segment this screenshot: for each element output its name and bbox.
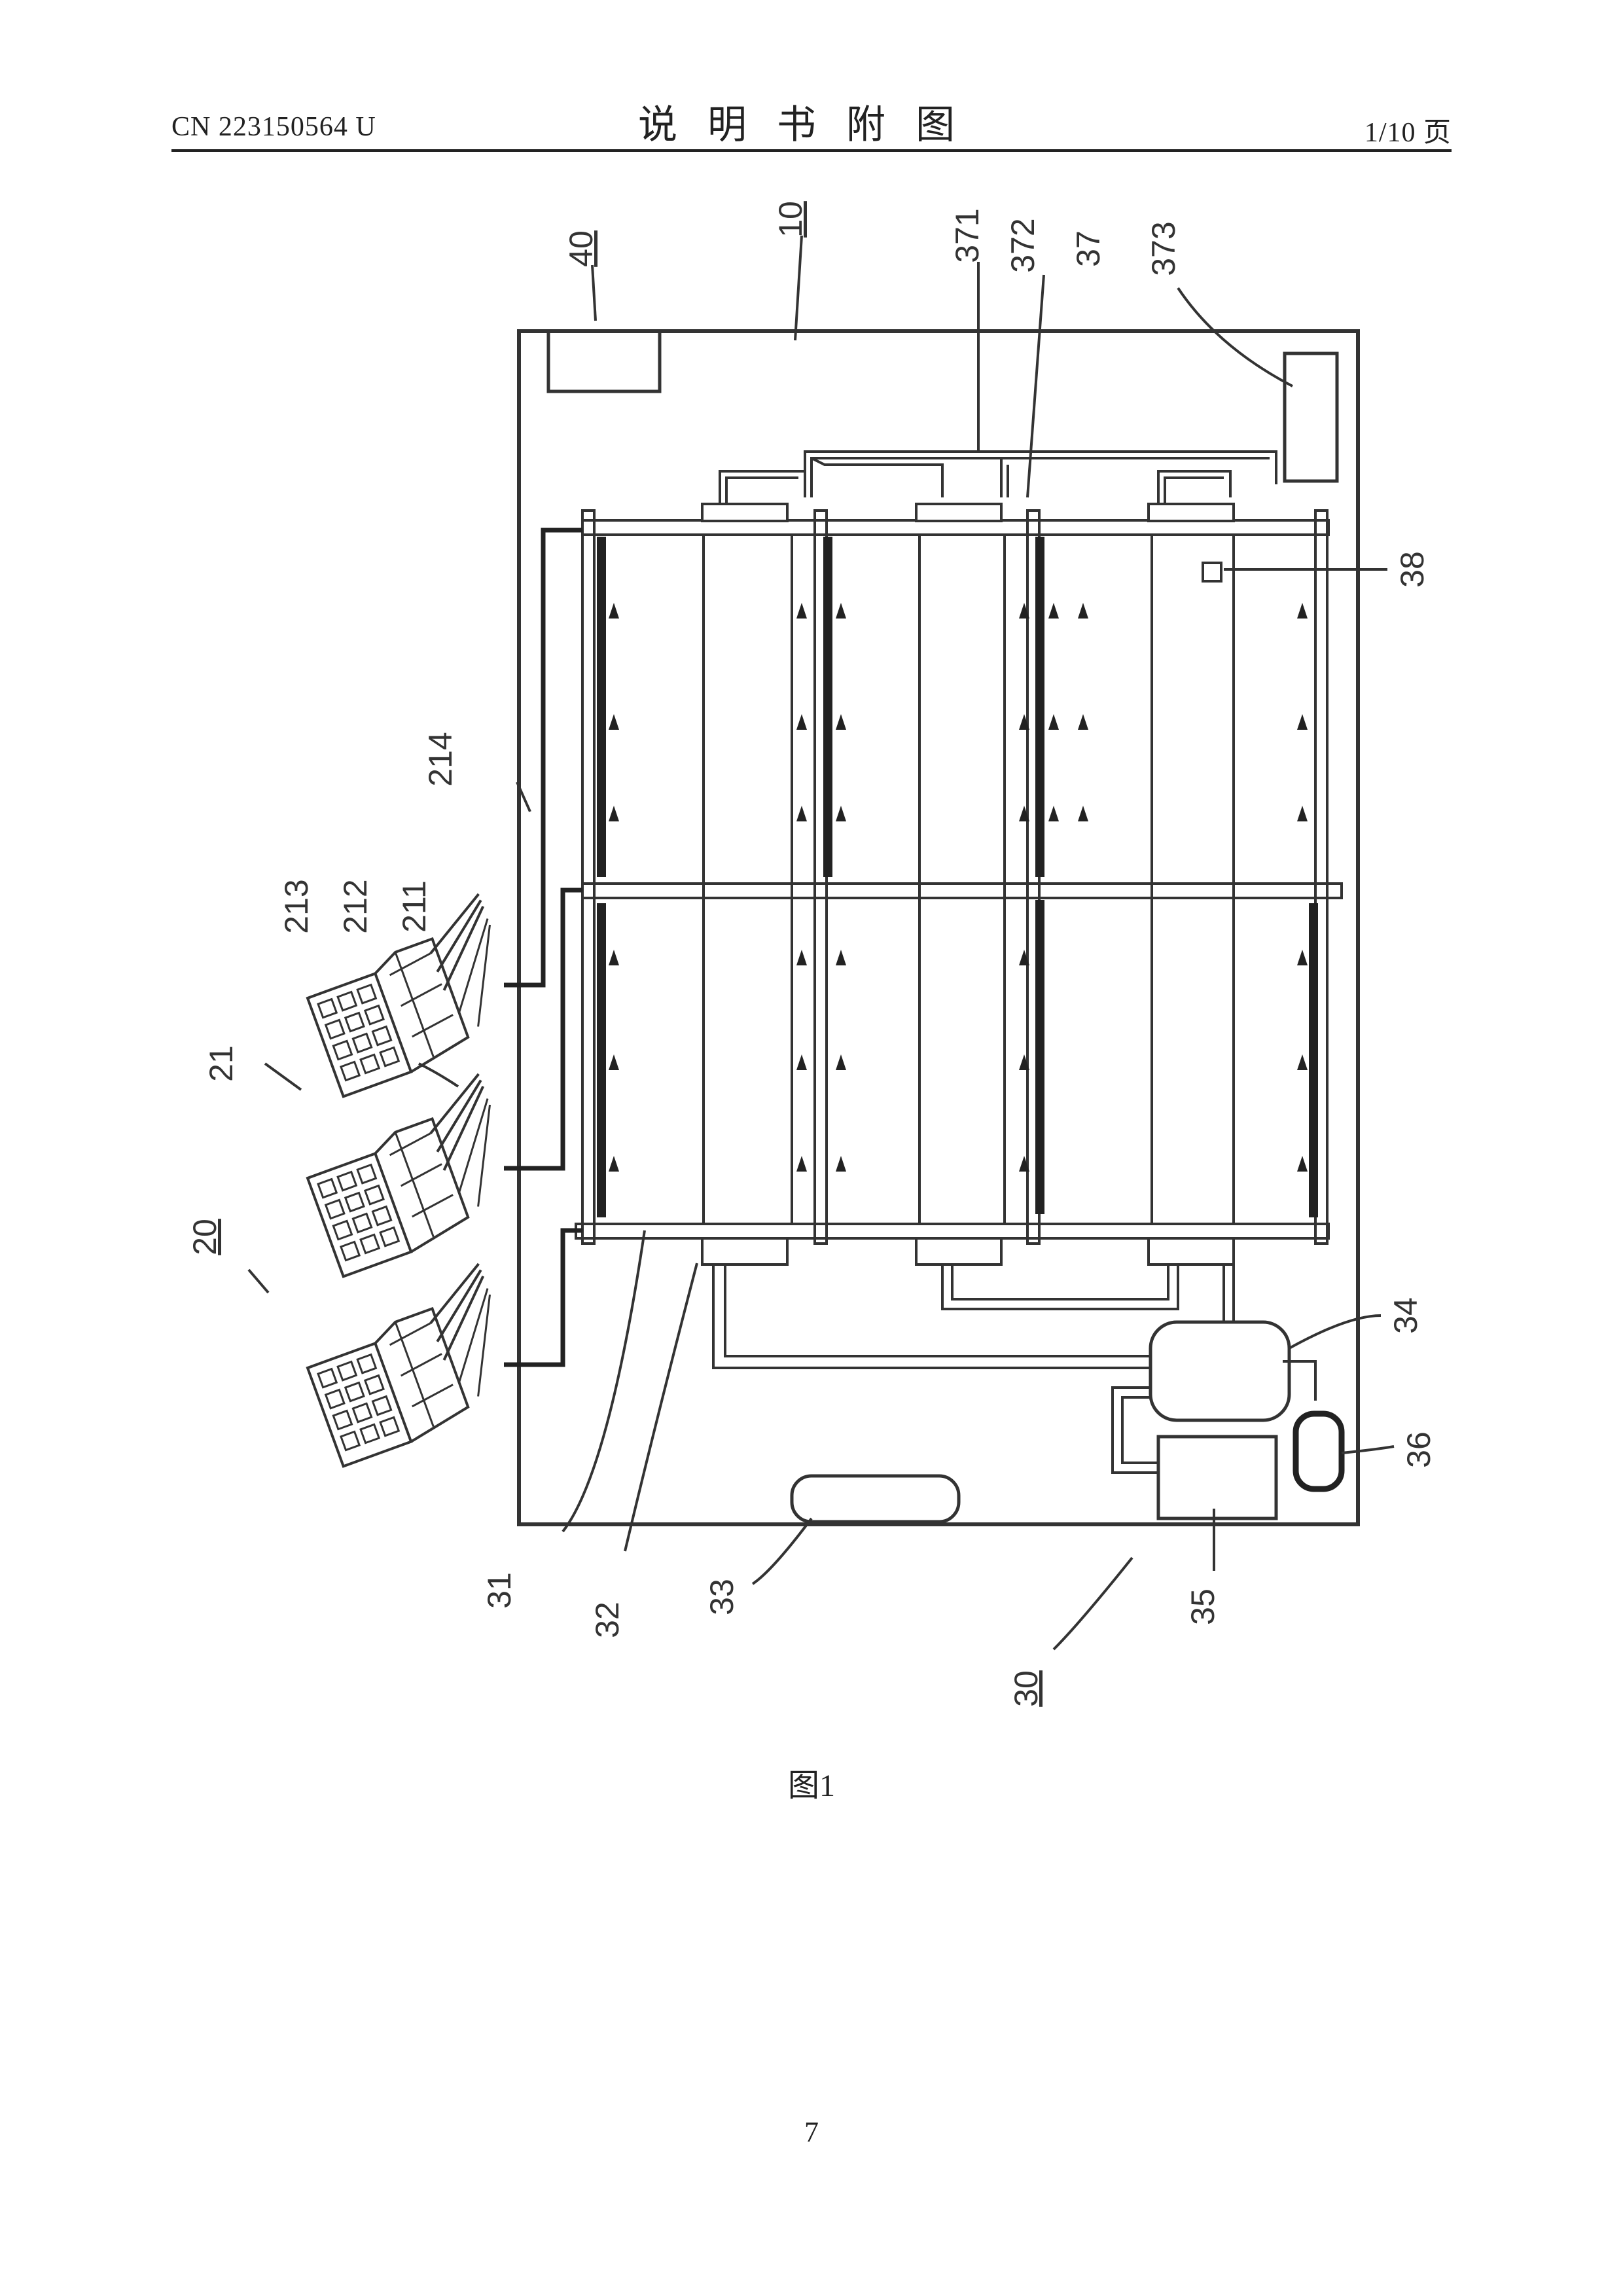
publication-number: CN 223150564 U [171,112,376,142]
label-214: 214 [422,732,459,786]
label-371: 371 [949,208,986,262]
tank-34 [1149,1320,1291,1422]
rails [575,509,1343,1245]
label-31: 31 [481,1572,518,1609]
enclosure-10 [517,329,1360,1526]
supply-line-214 [504,528,582,1367]
label-373: 373 [1145,221,1182,276]
pump-35 [1156,1435,1278,1520]
dark-pipes [597,537,1318,1217]
return-piping [712,1265,1317,1474]
pipe-caps-top [701,503,1235,522]
label-211: 211 [396,880,433,933]
label-32: 32 [589,1602,626,1638]
label-20: 20 [187,1219,223,1255]
filter-36 [1293,1410,1345,1492]
page-number: 7 [804,2116,819,2148]
label-213: 213 [278,879,315,933]
label-37: 37 [1070,230,1107,267]
label-34: 34 [1387,1297,1424,1334]
spray-tubes [702,535,1235,1224]
label-33: 33 [704,1579,740,1615]
label-30: 30 [1008,1670,1044,1707]
label-38: 38 [1394,551,1431,588]
label-21: 21 [203,1045,240,1082]
cylinder-rack-2 [293,1073,529,1278]
label-35: 35 [1185,1588,1221,1625]
manifold-371-372 [719,450,1277,504]
drain-33 [790,1474,961,1524]
page-title: 说明书附图 [638,102,985,148]
cylinder-rack-3 [293,1263,529,1468]
spray-nozzles [609,603,1308,1172]
label-36: 36 [1400,1431,1437,1468]
figure-caption: 图1 [787,1768,835,1803]
sensor-38 [1202,562,1222,583]
label-212: 212 [337,879,374,933]
header-rule [171,149,1452,152]
pipe-caps-bottom [701,1237,1235,1266]
label-10: 10 [772,201,809,238]
leader-lines [247,235,1395,1651]
label-40: 40 [563,230,599,267]
label-372: 372 [1005,218,1041,272]
page-indicator: 1/10 页 [1364,118,1452,148]
controller-373-box [1283,351,1339,483]
component-40 [546,329,662,393]
